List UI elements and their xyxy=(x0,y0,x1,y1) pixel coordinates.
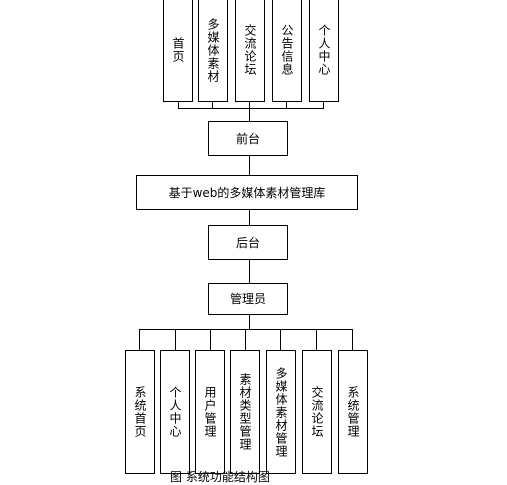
back-node: 后台 xyxy=(208,225,288,260)
front-node: 前台 xyxy=(208,121,288,156)
module-personal-center-label: 个人中心 xyxy=(317,24,331,76)
module-admin-forum-label: 交流论坛 xyxy=(310,386,324,438)
module-home: 首页 xyxy=(163,0,193,102)
module-forum: 交流论坛 xyxy=(235,0,265,102)
module-multimedia-material-management: 多媒体素材管理 xyxy=(266,350,296,474)
module-material-type-management-label: 素材类型管理 xyxy=(238,373,252,451)
admin-node: 管理员 xyxy=(208,283,288,315)
admin-node-label: 管理员 xyxy=(229,292,266,306)
module-forum-label: 交流论坛 xyxy=(243,24,257,76)
module-personal-center: 个人中心 xyxy=(309,0,339,102)
connector-lines xyxy=(139,101,353,350)
module-material-type-management: 素材类型管理 xyxy=(230,350,260,474)
module-admin-personal-center: 个人中心 xyxy=(160,350,190,474)
module-admin-forum: 交流论坛 xyxy=(302,350,332,474)
system-node-label: 基于web的多媒体素材管理库 xyxy=(168,185,326,200)
module-multimedia-material-label: 多媒体素材 xyxy=(206,17,220,83)
module-multimedia-material: 多媒体素材 xyxy=(198,0,228,102)
module-system-home: 系统首页 xyxy=(125,350,155,474)
module-system-management: 系统管理 xyxy=(338,350,368,474)
front-node-label: 前台 xyxy=(235,131,260,146)
module-announcements-label: 公告信息 xyxy=(280,24,294,76)
module-system-management-label: 系统管理 xyxy=(346,386,360,438)
module-system-home-label: 系统首页 xyxy=(133,386,147,438)
module-admin-personal-center-label: 个人中心 xyxy=(168,386,182,438)
system-node: 基于web的多媒体素材管理库 xyxy=(136,175,358,210)
module-user-management-label: 用户管理 xyxy=(203,386,217,438)
module-multimedia-material-management-label: 多媒体素材管理 xyxy=(274,366,288,458)
module-user-management: 用户管理 xyxy=(195,350,225,474)
module-announcements: 公告信息 xyxy=(272,0,302,102)
back-node-label: 后台 xyxy=(235,235,260,250)
module-home-label: 首页 xyxy=(171,37,185,63)
figure-caption: 图 系统功能结构图 xyxy=(170,470,270,484)
